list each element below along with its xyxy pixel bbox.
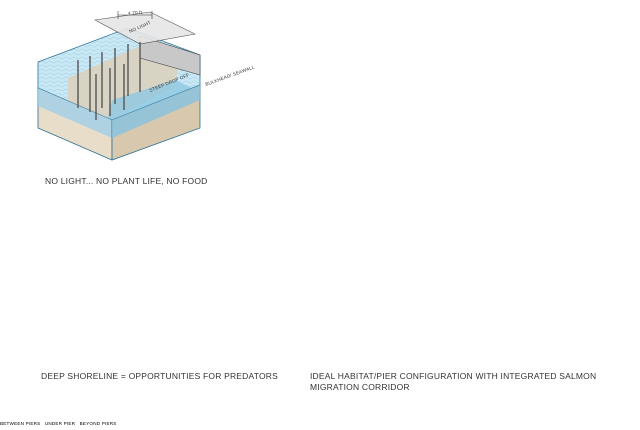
zone-beyond-piers: BEYOND PIERS <box>79 421 117 426</box>
caption-ideal-habitat-line2: MIGRATION CORRIDOR <box>310 382 410 392</box>
caption-no-light: NO LIGHT... NO PLANT LIFE, NO FOOD <box>45 176 208 186</box>
caption-ideal-habitat-line1: IDEAL HABITAT/PIER CONFIGURATION WITH IN… <box>310 371 597 381</box>
bulkhead-label: BULKHEAD/ SEAWALL <box>205 64 256 87</box>
zone-between-piers: BETWEEN PIERS <box>0 421 41 426</box>
diagram-canvas: ± 70 ft NO LIGHT STEEP DROP OFF BULKHEAD… <box>0 10 597 426</box>
diagram-svg: ± 70 ft NO LIGHT STEEP DROP OFF BULKHEAD… <box>37 10 256 161</box>
pier-width-label: ± 70 ft <box>128 10 143 15</box>
block-no-light: ± 70 ft NO LIGHT STEEP DROP OFF BULKHEAD… <box>37 10 256 161</box>
pilings-top <box>77 42 141 120</box>
caption-deep-shoreline: DEEP SHORELINE = OPPORTUNITIES FOR PREDA… <box>41 371 279 381</box>
block-ideal-habitat: BETWEEN PIERS UNDER PIER BEYOND PIERS <box>0 412 117 429</box>
zone-under-pier: UNDER PIER <box>44 421 76 426</box>
